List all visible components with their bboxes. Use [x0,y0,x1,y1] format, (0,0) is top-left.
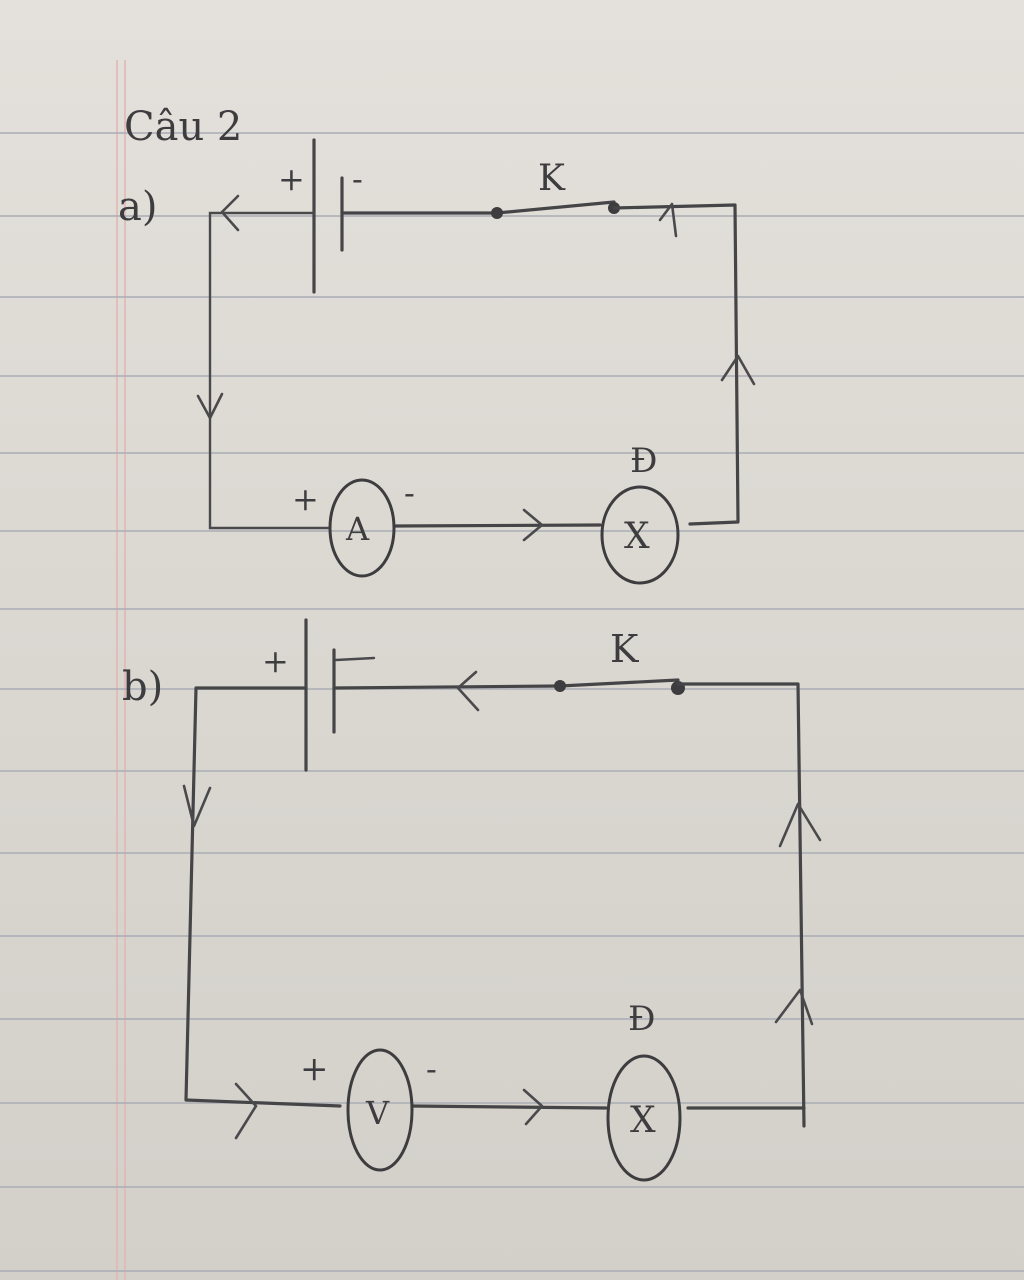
wire-b-bottom [410,1104,608,1110]
ruled-line [0,935,1024,937]
wire-a-left [208,211,332,530]
current-arrow-icon [196,392,224,420]
lamp-b-symbol: X [630,1100,656,1141]
current-arrow-icon [778,802,822,848]
battery-b-plus: + [262,642,289,680]
ruled-line [0,530,1024,532]
current-arrow-icon [234,1082,258,1140]
ruled-line [0,1270,1024,1272]
ruled-line [0,132,1024,134]
circuit-a: a) + - K A + - [118,138,756,585]
current-arrow-icon [774,988,814,1026]
lamp-a-icon [600,485,680,585]
lamp-a-symbol: X [624,516,650,557]
switch-b-terminal [554,680,566,692]
voltmeter-b-plus: + [300,1049,329,1089]
margin-line [124,60,126,1280]
voltmeter-b-label: V [365,1094,390,1132]
switch-a-lever [495,200,616,215]
ruled-line [0,688,1024,690]
lamp-b-icon [606,1054,682,1182]
ruled-line [0,296,1024,298]
question-label: Câu 2 [124,104,242,150]
current-arrow-icon [220,194,240,232]
part-b-label: b) [122,664,163,710]
wire-b-left [184,686,342,1108]
margin-line [116,60,118,1280]
battery-b-minus-stroke [334,656,376,662]
current-arrow-icon [522,1088,544,1126]
wire-b-top [332,684,562,690]
ammeter-a-label: A [345,510,370,548]
ammeter-a-icon [328,478,396,578]
current-arrow-icon [658,202,678,238]
ruled-line [0,452,1024,454]
ruled-line [0,375,1024,377]
ruled-line [0,1102,1024,1104]
switch-a-terminal [491,207,503,219]
switch-b-lever [558,678,680,688]
wire-b-right [676,682,806,1128]
ammeter-a-plus: + [292,480,319,518]
current-arrow-icon [720,354,756,386]
ruled-line [0,852,1024,854]
ruled-line [0,1186,1024,1188]
current-arrow-icon [182,784,212,828]
ruled-line [0,608,1024,610]
voltmeter-b-minus: - [426,1050,437,1088]
voltmeter-b-icon [346,1048,414,1172]
ruled-line [0,1018,1024,1020]
ruled-line [0,215,1024,217]
battery-a-minus: - [352,160,363,198]
battery-a-plus: + [278,160,305,198]
lamp-b-label: Đ [628,999,655,1039]
ammeter-a-minus: - [404,474,415,512]
current-arrow-icon [456,670,480,712]
lamp-a-label: Đ [630,441,657,481]
switch-a-label: K [538,158,566,199]
current-arrow-icon [522,508,544,542]
wire-a-bottom [393,523,602,528]
switch-b-label: K [610,627,639,671]
wire-a-right [612,203,740,526]
ruled-line [0,770,1024,772]
part-a-label: a) [118,184,157,230]
circuit-b: b) + K V + - [122,618,822,1182]
